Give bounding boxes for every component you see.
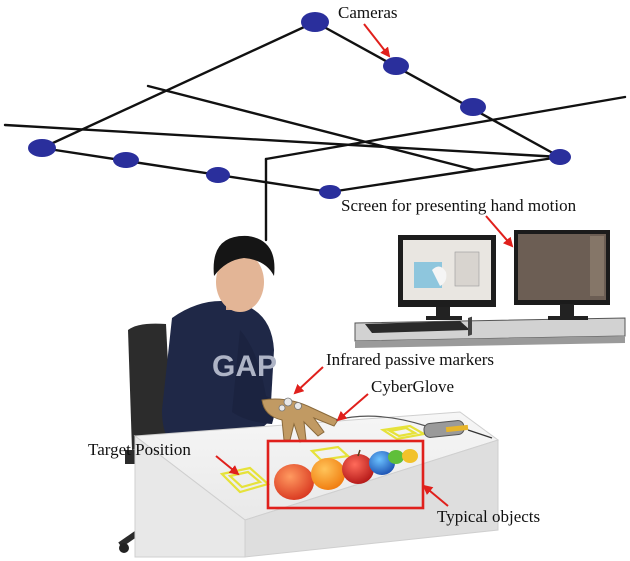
camera-icon	[28, 139, 56, 157]
label-markers: Infrared passive markers	[326, 350, 495, 369]
camera-icon	[301, 12, 329, 32]
monitor-left	[398, 235, 496, 320]
label-cyberglove: CyberGlove	[371, 377, 455, 396]
label-screen: Screen for presenting hand motion	[341, 196, 577, 215]
camera-icon	[113, 152, 139, 168]
cyberglove-hand	[261, 397, 427, 443]
camera-icon	[460, 98, 486, 116]
arrow-target	[215, 455, 240, 476]
monitor-table	[354, 317, 626, 348]
camera-truss	[3, 20, 627, 242]
camera-icon	[549, 149, 571, 165]
cameras-group	[28, 12, 571, 199]
label-typical-objects: Typical objects	[437, 507, 541, 526]
camera-icon	[383, 57, 409, 75]
camera-icon	[206, 167, 230, 183]
monitor-right	[514, 230, 610, 320]
arrow-markers	[293, 366, 324, 395]
arrow-cameras	[363, 23, 391, 58]
arrow-objects	[422, 484, 449, 507]
arrow-screen	[485, 215, 514, 248]
camera-icon	[319, 185, 341, 199]
label-cameras: Cameras	[338, 3, 398, 22]
sweater-print: GAP	[212, 350, 277, 383]
annotation-arrows	[215, 23, 514, 507]
label-target-position: Target Position	[88, 440, 191, 459]
typical-objects	[274, 449, 418, 500]
participant: GAP	[162, 235, 278, 450]
desk-device	[423, 420, 493, 439]
arrow-glove	[336, 393, 369, 422]
typical-objects-box	[266, 439, 425, 510]
